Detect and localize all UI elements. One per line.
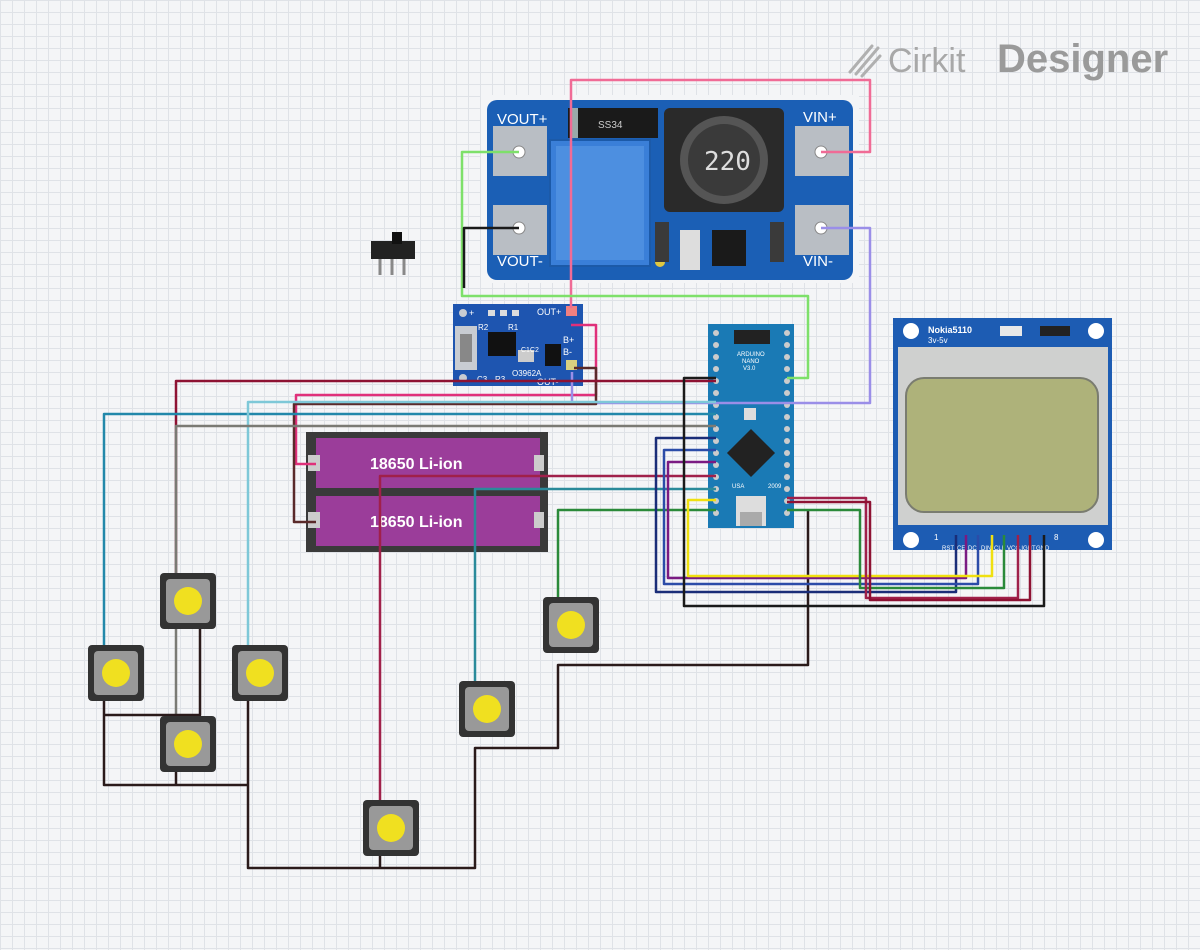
arduino-nano[interactable]: ARDUINO NANO V3.0 USA 2009 xyxy=(708,324,794,528)
nokia-5110-lcd[interactable]: Nokia5110 3v-5v 1 8 RST CE DC DIN CLK VC… xyxy=(893,318,1112,552)
wire-brown[interactable] xyxy=(292,366,598,524)
lcd-pin-dc: DC xyxy=(968,546,977,552)
chip-label: O3962A xyxy=(512,369,542,378)
lcd-pin-vcc: VCC xyxy=(1007,546,1020,552)
lcd-pin-first: 1 xyxy=(934,533,939,542)
cirkit-logo: Cirkit Designer xyxy=(848,37,1168,81)
wire-pink[interactable] xyxy=(569,78,872,308)
c3-label: C3 xyxy=(477,375,488,384)
vin-minus-label: VIN- xyxy=(803,253,833,270)
boost-converter-module[interactable]: SS34 220 VOUT+ VOUT- VIN+ VIN- xyxy=(481,95,859,283)
wire-black-vout[interactable] xyxy=(462,226,519,288)
arduino-year: 2009 xyxy=(768,484,782,490)
slide-switch[interactable] xyxy=(371,232,415,275)
wire-yellow[interactable] xyxy=(686,498,994,578)
wire-black-buttons-2[interactable] xyxy=(104,610,202,717)
wire-pink-battery[interactable] xyxy=(294,323,598,466)
wire-blue[interactable] xyxy=(662,448,980,586)
cirkit-logo-icon xyxy=(848,44,882,78)
wire-lcd-maroon[interactable] xyxy=(787,500,1032,602)
wire-black-gnd[interactable] xyxy=(246,510,810,870)
arduino-model: NANO xyxy=(742,359,760,365)
wire-lcd-red[interactable] xyxy=(787,496,1020,600)
push-button-3[interactable] xyxy=(232,645,288,701)
battery-1-label: 18650 Li-ion xyxy=(370,456,462,473)
battery-2-label: 18650 Li-ion xyxy=(370,514,462,531)
b-minus-label: B- xyxy=(563,347,572,357)
push-button-7[interactable] xyxy=(363,800,419,856)
wire-green[interactable] xyxy=(460,150,810,380)
r1-label: R1 xyxy=(508,323,519,332)
logo-brand: Cirkit xyxy=(888,42,966,80)
wire-lcd-green[interactable] xyxy=(787,508,1006,590)
r2-label: R2 xyxy=(478,323,489,332)
arduino-title: ARDUINO xyxy=(737,352,765,358)
vout-minus-label: VOUT- xyxy=(497,253,543,270)
logo-product: Designer xyxy=(997,37,1168,81)
wire-teal[interactable] xyxy=(102,412,716,650)
inductor-label: 220 xyxy=(704,147,751,177)
wire-darkgreen[interactable] xyxy=(556,508,716,600)
arduino-version: V3.0 xyxy=(743,366,756,372)
push-button-2[interactable] xyxy=(88,645,144,701)
push-button-1[interactable] xyxy=(160,573,216,629)
wire-lightblue[interactable] xyxy=(246,400,716,650)
lcd-pin-ce: CE xyxy=(957,546,965,552)
b-plus-label: B+ xyxy=(563,335,574,345)
r3-label: R3 xyxy=(495,375,506,384)
lcd-pin-last: 8 xyxy=(1054,533,1059,542)
push-button-5[interactable] xyxy=(459,681,515,737)
tp4056-charger-module[interactable]: + R2 R1 C1C2 C3 R3 O3962A OUT+ OUT- B+ B… xyxy=(453,304,583,387)
wire-navy[interactable] xyxy=(654,436,958,594)
wire-crimson[interactable] xyxy=(378,474,716,805)
lcd-pin-light: LIGHT xyxy=(1018,546,1036,552)
wire-lcd-black[interactable] xyxy=(682,376,1046,608)
lcd-title: Nokia5110 xyxy=(928,325,972,335)
wire-lavender[interactable] xyxy=(570,226,872,405)
battery-pack[interactable]: 18650 Li-ion 18650 Li-ion xyxy=(306,432,548,552)
diode-label: SS34 xyxy=(598,120,623,131)
arduino-usa: USA xyxy=(732,484,744,490)
vin-plus-label: VIN+ xyxy=(803,109,837,126)
charger-plus-label: + xyxy=(469,308,474,318)
wires xyxy=(102,78,1046,870)
out-plus-label: OUT+ xyxy=(537,307,561,317)
push-button-6[interactable] xyxy=(543,597,599,653)
lcd-pin-din: DIN xyxy=(981,546,991,552)
push-button-4[interactable] xyxy=(160,716,216,772)
lcd-pin-rst: RST xyxy=(942,546,954,552)
wire-teal-2[interactable] xyxy=(473,487,716,685)
lcd-voltage: 3v-5v xyxy=(928,336,948,345)
lcd-pin-clk: CLK xyxy=(994,546,1006,552)
wire-black-buttons[interactable] xyxy=(102,690,248,787)
vout-plus-label: VOUT+ xyxy=(497,111,548,128)
c1c2-label: C1C2 xyxy=(521,347,539,354)
